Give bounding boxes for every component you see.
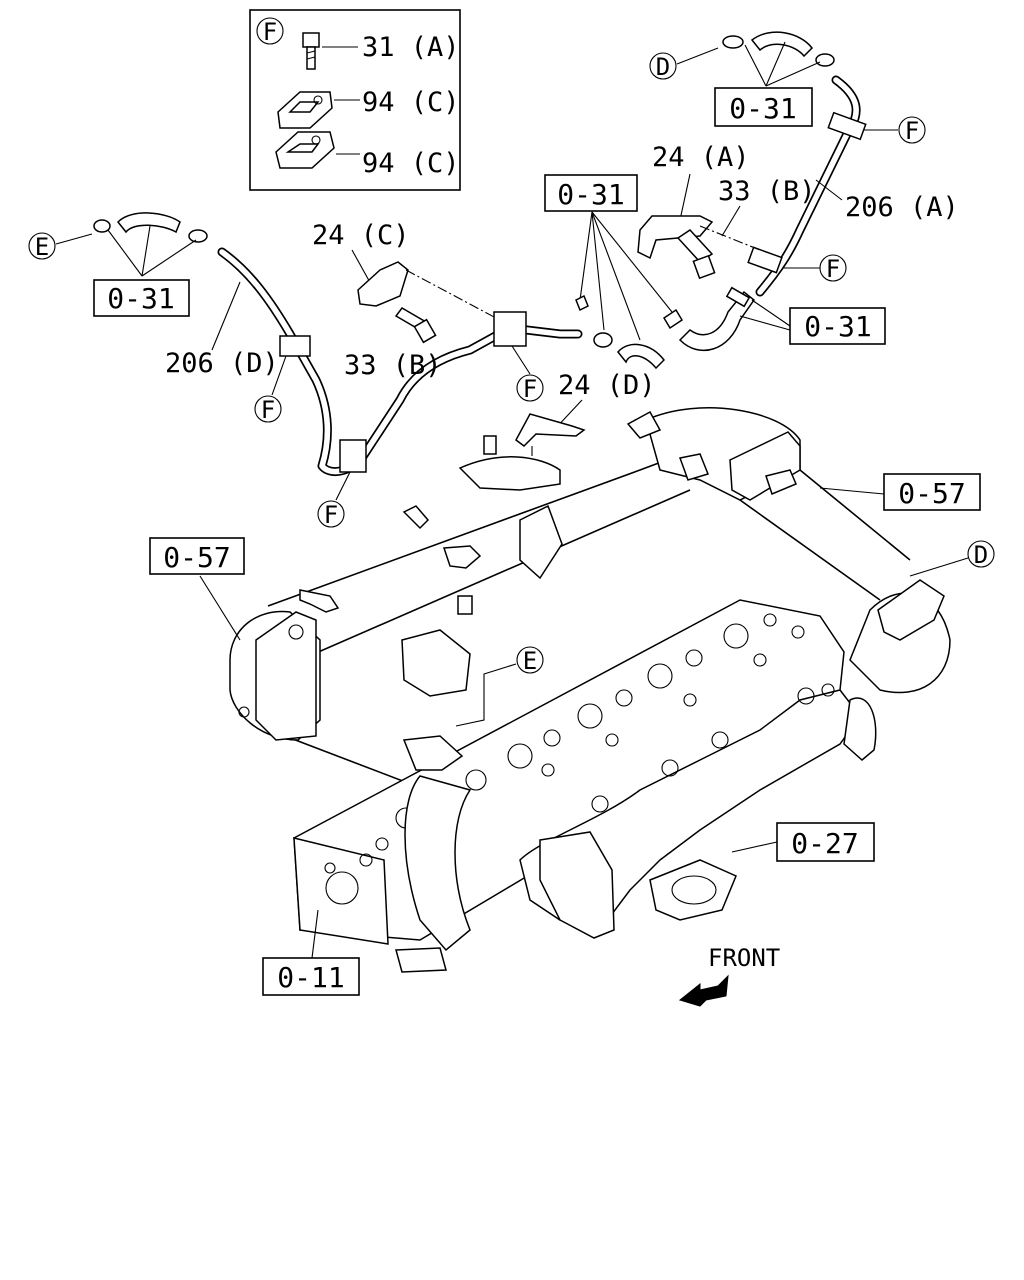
bolt-33b-right xyxy=(676,229,716,280)
clamp-f-lower xyxy=(747,246,783,274)
hose-icon xyxy=(750,31,813,58)
ref-057-left: 0-57 xyxy=(163,541,230,574)
clip-upper-icon xyxy=(277,91,333,129)
label-24a: 24 (A) xyxy=(652,142,750,173)
inset-letter: F xyxy=(263,18,277,46)
clamp-206d-1 xyxy=(279,335,311,357)
callout-d-top: D xyxy=(656,53,670,81)
ref-057-group: 0-57 0-57 D E xyxy=(149,473,995,727)
leader-206a xyxy=(815,179,843,201)
ref-011: 0-11 xyxy=(277,961,344,994)
leader-24a xyxy=(679,173,691,221)
clamp-206d-2 xyxy=(339,439,367,473)
front-indicator: FRONT xyxy=(678,944,780,1007)
ref-027: 0-27 xyxy=(791,827,858,860)
callout-circle-f-bottom-left xyxy=(317,500,345,528)
bolt-icon xyxy=(302,32,320,70)
hose-left-small xyxy=(116,212,181,234)
clamp-small-2 xyxy=(593,332,613,348)
clamp-206d-3 xyxy=(493,311,527,347)
label-24d: 24 (D) xyxy=(558,370,656,401)
leader-031-top-c xyxy=(765,61,821,87)
front-arrow-icon xyxy=(678,974,729,1007)
leader-031-top-a xyxy=(744,44,767,87)
bracket-24d-group: 24 (D) xyxy=(515,370,656,480)
callout-circle-f-top-right xyxy=(898,116,926,144)
label-206a: 206 (A) xyxy=(845,192,959,223)
callout-circle-f-right-mid xyxy=(819,254,847,282)
thermostat-housing xyxy=(401,629,471,697)
label-206d: 206 (D) xyxy=(165,348,279,379)
clip-lower-icon xyxy=(275,131,335,169)
egr-pipe-front xyxy=(404,775,472,952)
clamp-small-1 xyxy=(575,294,589,312)
callout-f-top-right: F xyxy=(905,117,919,145)
clamp-icon xyxy=(722,35,744,49)
callout-circle-f-center xyxy=(516,374,544,402)
leader-031-right-lower-b xyxy=(751,299,791,327)
ref-box-011 xyxy=(262,957,360,996)
leader-031-top-b xyxy=(765,41,786,87)
ref-box-057-right xyxy=(883,473,981,511)
front-label: FRONT xyxy=(708,944,780,972)
ref-031-top: 0-31 xyxy=(729,92,796,125)
ref-box-031-left xyxy=(93,279,190,317)
hose-assembly-top-right: D 0-31 F F 206 (A) 24 (A) 33 (B) xyxy=(637,31,959,351)
bracket-24c xyxy=(357,261,409,307)
callout-f-center: F xyxy=(523,375,537,403)
clamp-f-upper xyxy=(827,111,867,141)
callout-e-left: E xyxy=(35,233,49,261)
clamp-icon-2 xyxy=(815,53,835,67)
exhaust-outlet-flange xyxy=(649,859,737,921)
ref-box-031-middle xyxy=(544,174,638,212)
bolt-33b-left xyxy=(394,307,437,344)
inset-callout-circle xyxy=(256,17,284,45)
ref-box-031-right-lower xyxy=(789,307,886,345)
callout-circle-d-top xyxy=(649,52,677,80)
hose-lower-right xyxy=(678,290,756,351)
clamp-small-3 xyxy=(662,308,684,330)
egr-valve xyxy=(539,831,615,939)
bracket-24d xyxy=(515,413,586,447)
label-33b-right: 33 (B) xyxy=(718,176,816,207)
ref-057-right: 0-57 xyxy=(898,477,965,510)
ref-031-right-lower: 0-31 xyxy=(804,310,871,343)
ref-031-left: 0-31 xyxy=(107,282,174,315)
ref-031-middle: 0-31 xyxy=(557,178,624,211)
inset-label-94c-1: 94 (C) xyxy=(362,87,460,118)
hose-assembly-left: E 0-31 206 (D) F F F 24 (C) xyxy=(28,212,583,529)
ref-box-057-left xyxy=(149,537,245,575)
inset-label-94c-2: 94 (C) xyxy=(362,148,460,179)
callout-circle-d-right xyxy=(967,540,995,568)
callout-f-right-mid: F xyxy=(826,255,840,283)
bracket-24a xyxy=(637,215,714,260)
callout-f-left: F xyxy=(261,396,275,424)
leader-33b-right xyxy=(721,205,741,237)
hose-group-middle: 0-31 xyxy=(544,174,684,370)
callout-d-right: D xyxy=(974,541,988,569)
leader-d-top xyxy=(676,47,719,65)
ref-box-031-top xyxy=(714,87,813,127)
callout-circle-e-center xyxy=(516,646,544,674)
callout-circle-e-left xyxy=(28,232,56,260)
inset-label-31a: 31 (A) xyxy=(362,32,460,63)
cylinder-head xyxy=(293,599,877,973)
label-33b-left: 33 (B) xyxy=(344,350,442,381)
ref-box-027 xyxy=(776,822,875,862)
ref-bottom-group: 0-27 0-11 xyxy=(262,822,875,996)
label-24c: 24 (C) xyxy=(312,220,410,251)
egr-cooler-assembly xyxy=(229,407,951,797)
callout-circle-f-left xyxy=(254,395,282,423)
inset-detail-f: F 31 (A) 94 (C) 94 (C) xyxy=(249,9,461,191)
leader-031-right-lower-a xyxy=(739,315,791,331)
callout-f-bottom-left: F xyxy=(324,501,338,529)
callout-e-center: E xyxy=(523,647,537,675)
hose-small-middle xyxy=(617,343,665,370)
